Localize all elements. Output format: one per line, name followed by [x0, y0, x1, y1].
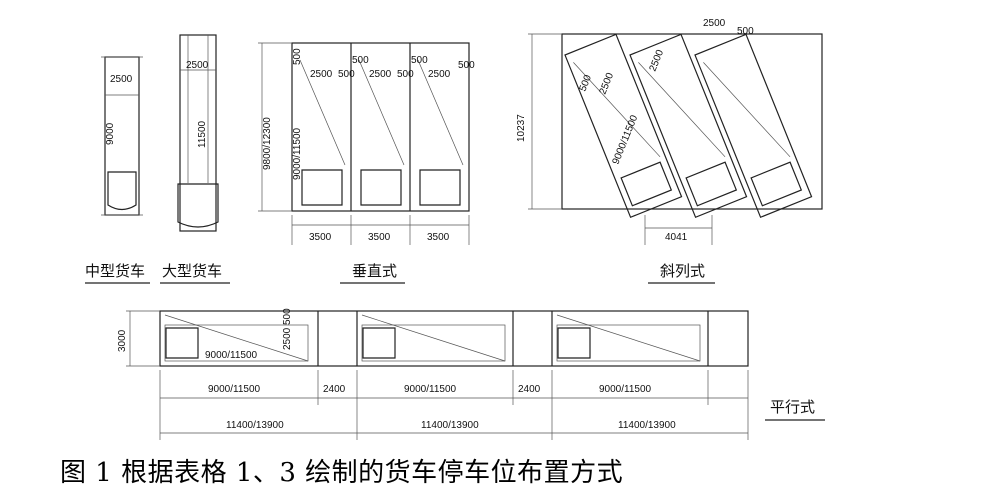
perp-bay-1: 3500: [309, 232, 332, 243]
perp-gap-top-3: 500: [458, 60, 475, 71]
angled-layout: 10237 2500 500 2500 2500 9000/11500 500 …: [516, 18, 823, 284]
perp-gap-1: 500: [338, 69, 355, 80]
angled-gap-1: 500: [578, 73, 595, 93]
perpendicular-layout: 9800/12300 9000/11500 500 2500 500 2500 …: [258, 42, 475, 284]
large-width-dim: 2500: [186, 60, 209, 71]
medium-length-dim: 9000: [105, 122, 116, 145]
perp-width-2: 2500: [369, 69, 392, 80]
parallel-depth-dim: 3000: [117, 329, 128, 352]
parallel-gap-dim: 500: [282, 308, 293, 325]
parallel-total-2: 11400/13900: [421, 420, 479, 431]
angled-truck-dim: 9000/11500: [611, 113, 641, 166]
perp-bay-2: 3500: [368, 232, 391, 243]
parallel-gap-1: 2400: [323, 384, 346, 395]
medium-truck-label: 中型货车: [85, 262, 145, 280]
perp-width-3: 2500: [428, 69, 451, 80]
perp-width-1: 2500: [310, 69, 333, 80]
perp-gap-top-1: 500: [352, 55, 369, 66]
medium-width-dim: 2500: [110, 74, 133, 85]
angled-width-2: 2500: [648, 48, 667, 73]
perp-front-gap: 500: [292, 48, 303, 65]
medium-truck-drawing: 2500 9000 中型货车: [85, 56, 150, 284]
angled-label: 斜列式: [660, 262, 705, 280]
perp-truck-dim: 9000/11500: [292, 127, 303, 180]
perp-depth-dim: 9800/12300: [262, 117, 273, 170]
figure-caption: 图 1 根据表格 1、3 绘制的货车停车位布置方式: [60, 458, 624, 488]
parallel-bay-3: 9000/11500: [599, 384, 652, 395]
angled-width-top: 2500: [703, 18, 726, 29]
parallel-total-3: 11400/13900: [618, 420, 676, 431]
parallel-total-1: 11400/13900: [226, 420, 284, 431]
parallel-label: 平行式: [770, 398, 815, 416]
perp-gap-2: 500: [397, 69, 414, 80]
parallel-gap-2: 2400: [518, 384, 541, 395]
angled-width-1: 2500: [598, 71, 617, 96]
parallel-bay-1: 9000/11500: [208, 384, 261, 395]
parallel-layout: 9000/11500 2500 500 3000 9000/11500 2400…: [117, 308, 825, 440]
perpendicular-label: 垂直式: [352, 262, 397, 280]
angled-depth-dim: 10237: [516, 114, 527, 142]
angled-gap-top: 500: [737, 26, 754, 37]
large-truck-label: 大型货车: [162, 262, 222, 280]
large-length-dim: 11500: [197, 120, 208, 148]
parallel-truck-dim: 9000/11500: [205, 350, 258, 361]
perp-bay-3: 3500: [427, 232, 450, 243]
parallel-bay-2: 9000/11500: [404, 384, 457, 395]
perp-gap-top-2: 500: [411, 55, 428, 66]
angled-bay-dim: 4041: [665, 232, 688, 243]
parallel-width-dim: 2500: [282, 327, 293, 350]
large-truck-drawing: 2500 11500 大型货车: [160, 34, 230, 284]
